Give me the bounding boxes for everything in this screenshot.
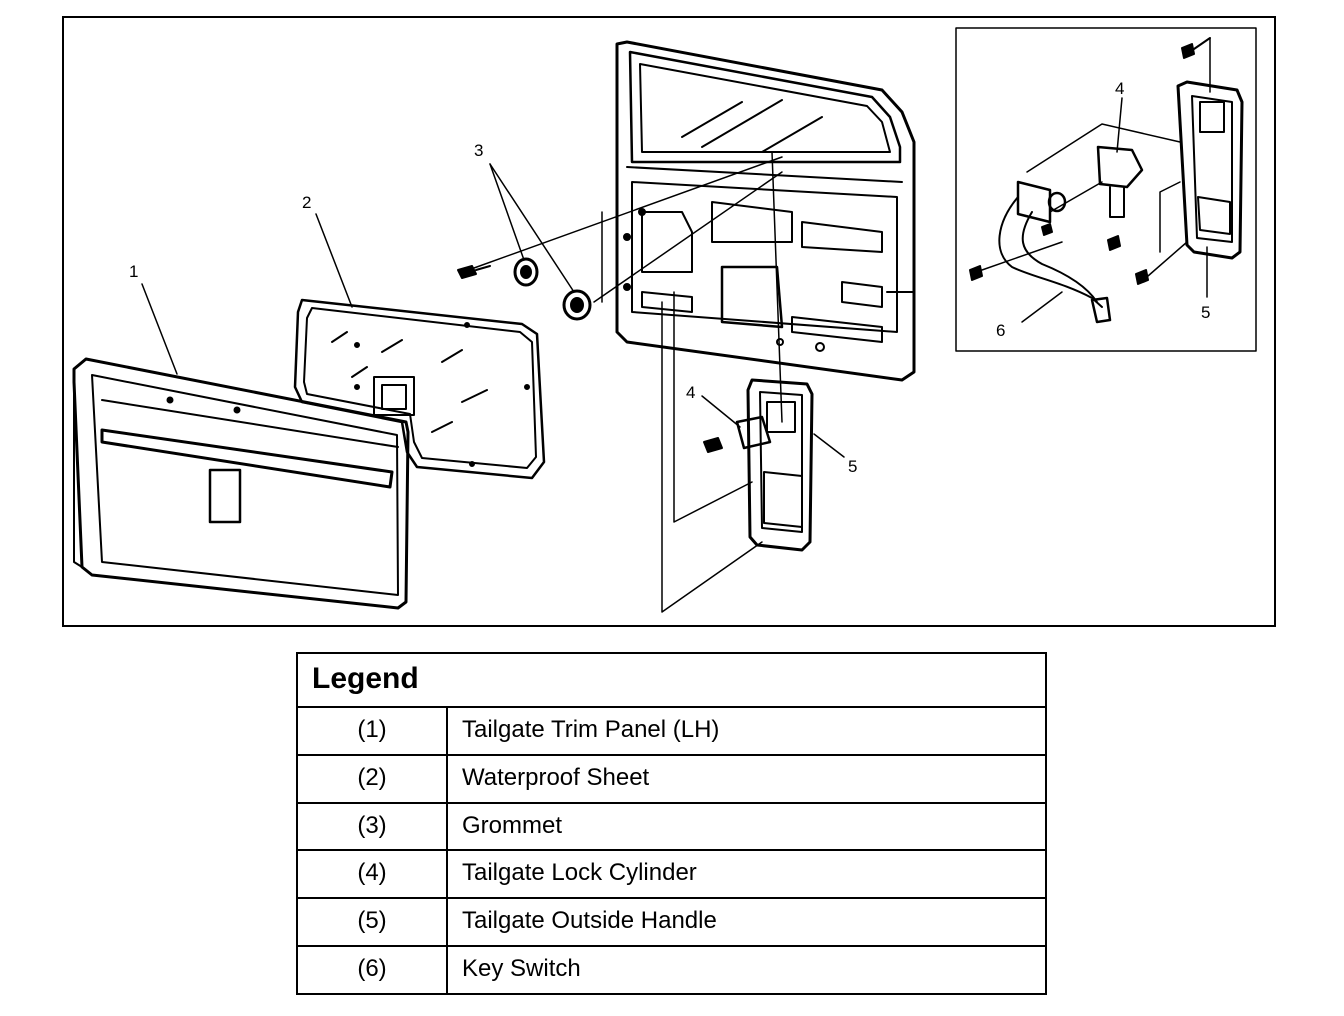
inset-drawing xyxy=(969,37,1244,324)
legend-description: Waterproof Sheet xyxy=(462,763,650,791)
outside-handle-drawing xyxy=(703,378,814,552)
legend-row: (6) Key Switch xyxy=(298,946,1045,995)
legend-description: Key Switch xyxy=(462,954,581,982)
legend-row: (5) Tailgate Outside Handle xyxy=(298,899,1045,947)
trim-panel-drawing xyxy=(72,357,410,610)
callout-4-inset: 4 xyxy=(1115,79,1124,98)
legend-row: (1) Tailgate Trim Panel (LH) xyxy=(298,708,1045,756)
leader-lines xyxy=(141,151,845,613)
callout-5-inset: 5 xyxy=(1201,303,1210,322)
callout-1: 1 xyxy=(129,262,138,281)
callout-6-inset: 6 xyxy=(996,321,1005,340)
legend-row: (3) Grommet xyxy=(298,803,1045,852)
callout-3: 3 xyxy=(474,141,483,160)
legend-title: Legend xyxy=(298,654,1045,708)
legend-description: Tailgate Trim Panel (LH) xyxy=(462,716,720,743)
legend-description: Tailgate Lock Cylinder xyxy=(462,859,697,887)
legend-number: (1) xyxy=(298,708,448,754)
grommet-drawing xyxy=(457,257,592,321)
legend-row: (2) Waterproof Sheet xyxy=(298,755,1045,804)
diagram-drawing: 1 2 3 4 5 4 5 6 xyxy=(72,27,1257,613)
callout-2: 2 xyxy=(302,193,311,212)
callout-5-main: 5 xyxy=(848,457,857,476)
legend-number: (6) xyxy=(298,946,448,995)
tailgate-door-drawing xyxy=(615,40,916,382)
legend-table: Legend (1) Tailgate Trim Panel (LH) (2) … xyxy=(296,652,1047,995)
legend-description: Grommet xyxy=(462,811,563,839)
legend-description: Tailgate Outside Handle xyxy=(462,907,717,935)
inset-frame xyxy=(955,27,1257,352)
legend-row: (4) Tailgate Lock Cylinder xyxy=(298,851,1045,900)
legend-number: (4) xyxy=(298,851,448,898)
waterproof-sheet-drawing xyxy=(293,298,546,480)
legend-number: (3) xyxy=(298,803,448,850)
inset-leader-lines xyxy=(981,37,1211,323)
legend-number: (2) xyxy=(298,755,448,802)
exploded-diagram: 1 2 3 4 5 4 5 6 xyxy=(62,16,1276,627)
callout-4-main: 4 xyxy=(686,383,695,402)
legend-number: (5) xyxy=(298,899,448,945)
